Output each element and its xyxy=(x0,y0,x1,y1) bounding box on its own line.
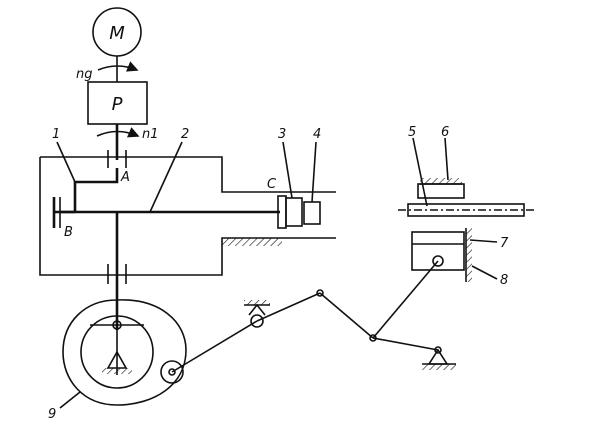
speed-n1-label: n1 xyxy=(142,127,159,142)
motor-label: M xyxy=(109,23,125,44)
sensor-4 xyxy=(303,201,321,225)
part-8-label: 8 xyxy=(500,273,508,288)
guide-assembly xyxy=(398,178,534,217)
leader-2 xyxy=(149,141,183,213)
reducer-label: P xyxy=(112,94,123,115)
follower-roller xyxy=(160,360,184,384)
coupling-3 xyxy=(277,195,303,229)
part-4-label: 4 xyxy=(313,127,321,142)
top-bearing xyxy=(107,150,127,168)
part-9-label: 9 xyxy=(48,407,56,422)
joint-mid xyxy=(369,334,377,342)
cam-9 xyxy=(62,299,187,406)
part-5-label: 5 xyxy=(408,125,416,140)
reducer-box: P xyxy=(87,81,148,125)
lower-bearing xyxy=(107,264,127,284)
slider-block xyxy=(411,228,472,282)
part-6-label: 6 xyxy=(441,125,449,140)
part-2-label: 2 xyxy=(181,127,189,142)
bevel-arm-a xyxy=(73,168,119,212)
leader-7 xyxy=(469,239,498,243)
frame-top xyxy=(40,156,336,193)
leader-9 xyxy=(59,391,81,409)
speed-ng-label: ng xyxy=(76,67,93,82)
leader-8 xyxy=(471,265,498,280)
frame-ground-hatch xyxy=(222,238,282,246)
part-7-label: 7 xyxy=(500,236,509,251)
leader-3 xyxy=(282,141,293,199)
pivot-support-right xyxy=(422,346,456,370)
point-a-label: A xyxy=(120,170,130,185)
rotation-arrow-ng xyxy=(97,61,139,72)
point-b-label: B xyxy=(64,225,73,240)
rotation-arrow-n1 xyxy=(96,127,140,138)
linkage xyxy=(171,260,439,373)
pivot-support-left xyxy=(244,300,270,328)
motor: M xyxy=(92,7,142,57)
point-c-label: C xyxy=(267,177,277,192)
frame-bottom xyxy=(39,157,336,276)
leader-4 xyxy=(311,141,317,203)
leader-1 xyxy=(56,141,76,183)
part-3-label: 3 xyxy=(278,127,286,142)
leader-5 xyxy=(412,137,428,207)
roller-pin xyxy=(168,368,176,376)
joint-top xyxy=(316,289,324,297)
part-1-label: 1 xyxy=(52,127,60,142)
leader-6 xyxy=(444,137,449,181)
